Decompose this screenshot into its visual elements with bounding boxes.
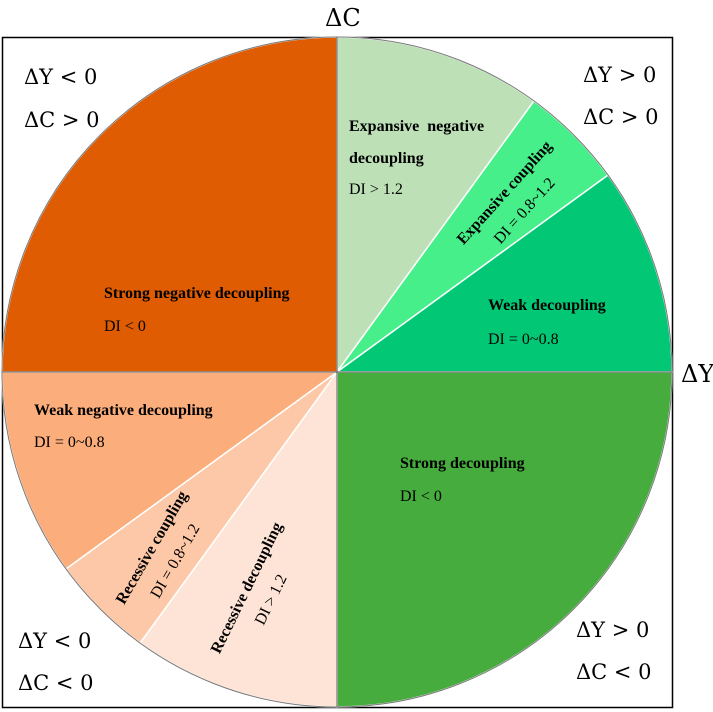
label-weak-decoupling-value: DI = 0~0.8: [488, 331, 559, 348]
label-weak-decoupling-title: Weak decoupling: [488, 297, 606, 314]
pie-outline: [1, 36, 673, 708]
axis-label-horizontal: ΔY: [681, 360, 713, 388]
label-expansive-negative-decoupling-value: DI > 1.2: [349, 181, 403, 198]
label-weak-negative-decoupling-title: Weak negative decoupling: [34, 402, 213, 419]
label-strong-negative-decoupling-value: DI < 0: [104, 318, 146, 335]
quadrant-bottom-left-line1: ΔY < 0: [18, 629, 91, 653]
quadrant-top-right-line2: ΔC > 0: [583, 105, 659, 129]
label-strong-decoupling-title: Strong decoupling: [400, 455, 525, 472]
quadrant-top-left-line1: ΔY < 0: [24, 65, 97, 89]
quadrant-top-right-line1: ΔY > 0: [583, 63, 656, 87]
label-expansive-negative-decoupling-title-1: Expansive negative: [349, 118, 484, 135]
label-expansive-negative-decoupling-title-2: decoupling: [349, 150, 424, 167]
label-weak-negative-decoupling-value: DI = 0~0.8: [34, 434, 105, 451]
quadrant-top-left-line2: ΔC > 0: [24, 108, 100, 132]
quadrant-bottom-right-line2: ΔC < 0: [576, 660, 652, 684]
axis-label-vertical: ΔC: [325, 4, 361, 32]
label-strong-negative-decoupling-title: Strong negative decoupling: [104, 285, 290, 302]
quadrant-bottom-right-line1: ΔY > 0: [576, 618, 649, 642]
label-strong-decoupling-value: DI < 0: [400, 488, 442, 505]
quadrant-bottom-left-line2: ΔC < 0: [18, 671, 94, 695]
